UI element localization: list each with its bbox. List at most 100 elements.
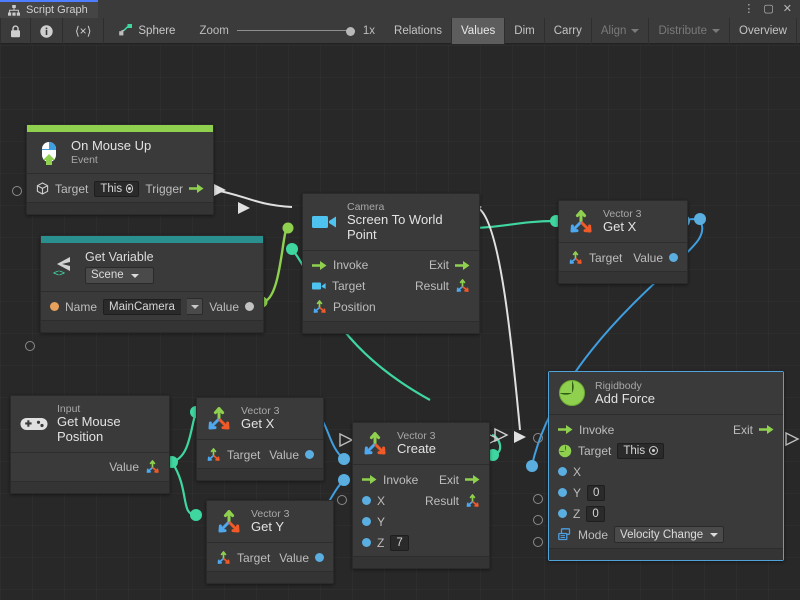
row-target[interactable]: Target Result (303, 276, 479, 297)
variable-name-value: MainCamera (109, 300, 175, 313)
node-vector3-create[interactable]: Vector 3 Create Invoke Exit (352, 422, 490, 569)
lock-button[interactable] (0, 18, 31, 44)
node-footer (559, 271, 687, 283)
row-position[interactable]: Position (303, 297, 479, 318)
flow-arrow-icon[interactable] (465, 474, 480, 485)
variable-name-dropdown-button[interactable] (187, 298, 204, 316)
port-create-z-edge[interactable] (337, 495, 347, 505)
row-x[interactable]: X (549, 461, 783, 482)
port-rigidbody-target-edge[interactable] (533, 433, 543, 443)
toolbar-button-values[interactable]: Values (451, 18, 506, 44)
toolbar-button-align[interactable]: Align (592, 18, 650, 44)
code-icon: ⟨×⟩ (75, 24, 92, 38)
window-controls: ⋮ ▢ ✕ (743, 0, 796, 18)
node-on-mouse-up[interactable]: On Mouse Up Event Target This (26, 124, 214, 215)
port-value-output[interactable] (315, 553, 324, 562)
row-y[interactable]: Y (353, 511, 489, 532)
port-on-mouse-up-target[interactable] (12, 186, 22, 196)
row-x[interactable]: X Result (353, 490, 489, 511)
port-y-input[interactable] (558, 488, 567, 497)
info-button[interactable] (31, 18, 63, 44)
object-picker-icon[interactable] (649, 446, 659, 455)
port-value-output[interactable] (669, 253, 678, 262)
node-title: Screen To World Point (347, 212, 443, 242)
port-rigidbody-y-edge[interactable] (533, 494, 543, 504)
toolbar-button-dim[interactable]: Dim (505, 18, 545, 44)
row-label-result: Result (414, 279, 449, 294)
row-y[interactable]: Y 0 (549, 482, 783, 503)
graph-canvas[interactable]: On Mouse Up Event Target This (0, 45, 800, 600)
maximize-icon[interactable]: ▢ (763, 2, 774, 15)
graph-object-chip[interactable]: Sphere (104, 18, 189, 43)
node-vector3-get-x-top[interactable]: Vector 3 Get X Target Value (558, 200, 688, 284)
flow-arrow-icon[interactable] (455, 260, 470, 271)
flow-arrow-icon[interactable] (759, 424, 774, 435)
row-z[interactable]: Z 0 (549, 503, 783, 524)
port-y-input[interactable] (362, 517, 371, 526)
port-get-variable-name[interactable] (25, 341, 35, 351)
object-picker-icon[interactable] (126, 184, 134, 193)
flow-arrow-icon[interactable] (362, 474, 377, 485)
close-icon[interactable]: ✕ (782, 2, 792, 15)
code-button[interactable]: ⟨×⟩ (63, 18, 105, 44)
row-invoke[interactable]: Invoke Exit (303, 255, 479, 276)
row-label-trigger: Trigger (145, 181, 183, 196)
node-input-get-mouse-position[interactable]: Input Get Mouse Position Value (10, 395, 170, 494)
port-rigidbody-z-edge[interactable] (533, 515, 543, 525)
port-z-input[interactable] (362, 538, 371, 547)
zoom-slider[interactable] (236, 26, 355, 36)
row-invoke[interactable]: Invoke Exit (549, 419, 783, 440)
variable-scope-dropdown[interactable]: Scene (85, 267, 154, 285)
node-vector3-get-y[interactable]: Vector 3 Get Y Target Value (206, 500, 334, 584)
toolbar-button-overview[interactable]: Overview (730, 18, 797, 44)
row-invoke[interactable]: Invoke Exit (353, 469, 489, 490)
zoom-control[interactable]: Zoom 1x (189, 18, 385, 43)
row-value[interactable]: Value (11, 457, 169, 478)
variable-name-field[interactable]: MainCamera (103, 298, 182, 315)
row-name[interactable]: Name MainCamera Value (41, 296, 263, 317)
row-target[interactable]: Target Value (197, 444, 323, 465)
node-vector3-get-x-bottom[interactable]: Vector 3 Get X Target Value (196, 397, 324, 481)
flow-arrow-icon[interactable] (312, 260, 327, 271)
target-value-field[interactable]: This (617, 442, 665, 459)
z-value-field[interactable]: 0 (586, 505, 605, 522)
enum-icon (558, 528, 572, 541)
node-subtitle: Vector 3 (241, 405, 280, 417)
mode-dropdown[interactable]: Velocity Change (614, 526, 725, 543)
chevron-down-icon (631, 29, 640, 33)
y-value-field[interactable]: 0 (587, 484, 606, 501)
flow-arrow-icon[interactable] (558, 424, 573, 435)
port-name-input[interactable] (50, 302, 59, 312)
flow-arrow-icon[interactable] (189, 183, 204, 194)
port-z-input[interactable] (558, 509, 567, 518)
toolbar-button-distribute[interactable]: Distribute (649, 18, 731, 44)
port-value-output[interactable] (305, 450, 314, 459)
graph-object-label: Sphere (138, 24, 176, 37)
row-target[interactable]: Target Value (207, 547, 333, 568)
port-x-input[interactable] (558, 467, 567, 476)
port-x-input[interactable] (362, 496, 371, 505)
row-z[interactable]: Z 7 (353, 532, 489, 553)
node-camera-screen-to-world-point[interactable]: Camera Screen To World Point Invoke Exit (302, 193, 480, 334)
node-get-variable[interactable]: <> Get Variable Scene Name MainCamera (40, 235, 264, 334)
row-label-exit: Exit (428, 258, 449, 273)
port-rigidbody-mode-edge[interactable] (533, 537, 543, 547)
z-value-field[interactable]: 7 (390, 534, 409, 551)
kebab-menu-icon[interactable]: ⋮ (743, 2, 755, 15)
tab-script-graph[interactable]: Script Graph (0, 0, 98, 18)
node-header: Vector 3 Create (353, 423, 489, 465)
row-target[interactable]: Target This Trigger (27, 178, 213, 199)
target-value-field[interactable]: This (94, 180, 140, 197)
row-right: Value (269, 448, 314, 462)
toolbar-button-carry[interactable]: Carry (545, 18, 592, 44)
row-target[interactable]: Target Value (559, 247, 687, 268)
zoom-label: Zoom (199, 24, 229, 37)
row-mode[interactable]: Mode Velocity Change (549, 524, 783, 545)
zoom-slider-knob[interactable] (345, 26, 355, 36)
node-body: Invoke Exit X Result (353, 465, 489, 556)
row-target[interactable]: Target This (549, 440, 783, 461)
port-value-output[interactable] (245, 302, 254, 312)
toolbar-button-relations[interactable]: Relations (385, 18, 452, 44)
vector3-icon (362, 431, 388, 456)
node-rigidbody-add-force[interactable]: Rigidbody Add Force Invoke Exit (548, 371, 784, 561)
